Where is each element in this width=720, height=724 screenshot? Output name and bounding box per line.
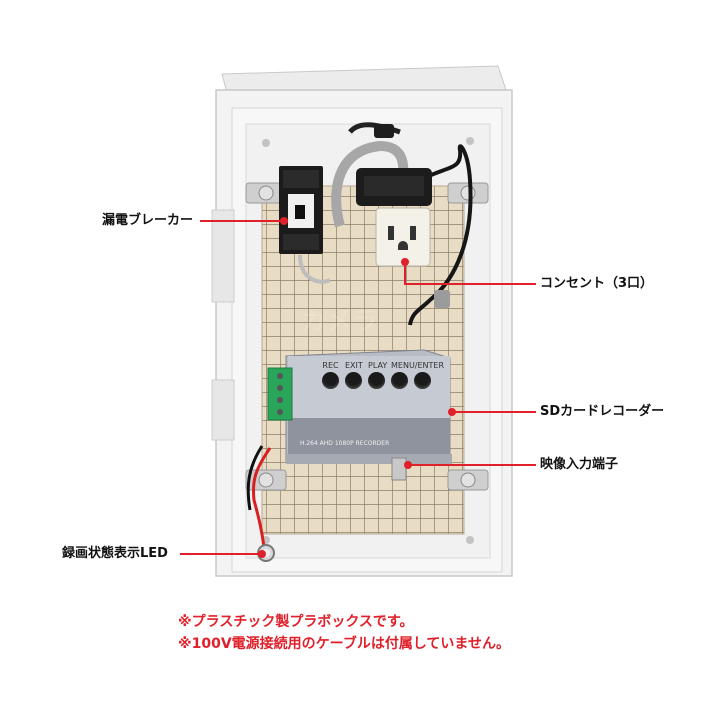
menu-enter-button: MENU/ENTER bbox=[391, 361, 444, 389]
leader-dot-video-input bbox=[404, 461, 412, 469]
label-recorder: SDカードレコーダー bbox=[540, 404, 665, 419]
menu-caption: MENU/ENTER bbox=[391, 361, 444, 370]
recorder-model-text: H.264 AHD 1080P RECORDER bbox=[300, 440, 390, 447]
label-outlet: コンセント（3口） bbox=[540, 276, 654, 291]
enter-button bbox=[414, 372, 431, 389]
leader-outlet-v bbox=[404, 262, 406, 284]
leader-led bbox=[180, 553, 262, 555]
rec-caption: REC bbox=[322, 361, 339, 370]
exit-button: EXIT bbox=[345, 361, 363, 389]
leader-recorder bbox=[452, 411, 536, 413]
note-plastic-box: ※プラスチック製プラボックスです。 bbox=[178, 614, 414, 630]
label-breaker: 漏電ブレーカー bbox=[102, 213, 194, 228]
leader-video-input bbox=[410, 464, 536, 466]
note-cable-not-included: ※100V電源接続用のケーブルは付属していません。 bbox=[178, 636, 510, 652]
label-video-input: 映像入力端子 bbox=[540, 457, 619, 472]
leader-dot-breaker bbox=[280, 217, 288, 225]
play-button: PLAY bbox=[368, 361, 387, 389]
svg-text:カメラ: カメラ bbox=[300, 306, 378, 336]
rec-button: REC bbox=[322, 361, 339, 389]
play-caption: PLAY bbox=[368, 361, 388, 370]
leader-dot-led bbox=[258, 550, 266, 558]
leader-breaker bbox=[200, 220, 282, 222]
leader-dot-recorder bbox=[448, 408, 456, 416]
label-led: 録画状態表示LED bbox=[62, 546, 168, 561]
leader-dot-outlet bbox=[401, 258, 409, 266]
leader-outlet-h bbox=[404, 283, 536, 285]
exit-caption: EXIT bbox=[345, 361, 363, 370]
